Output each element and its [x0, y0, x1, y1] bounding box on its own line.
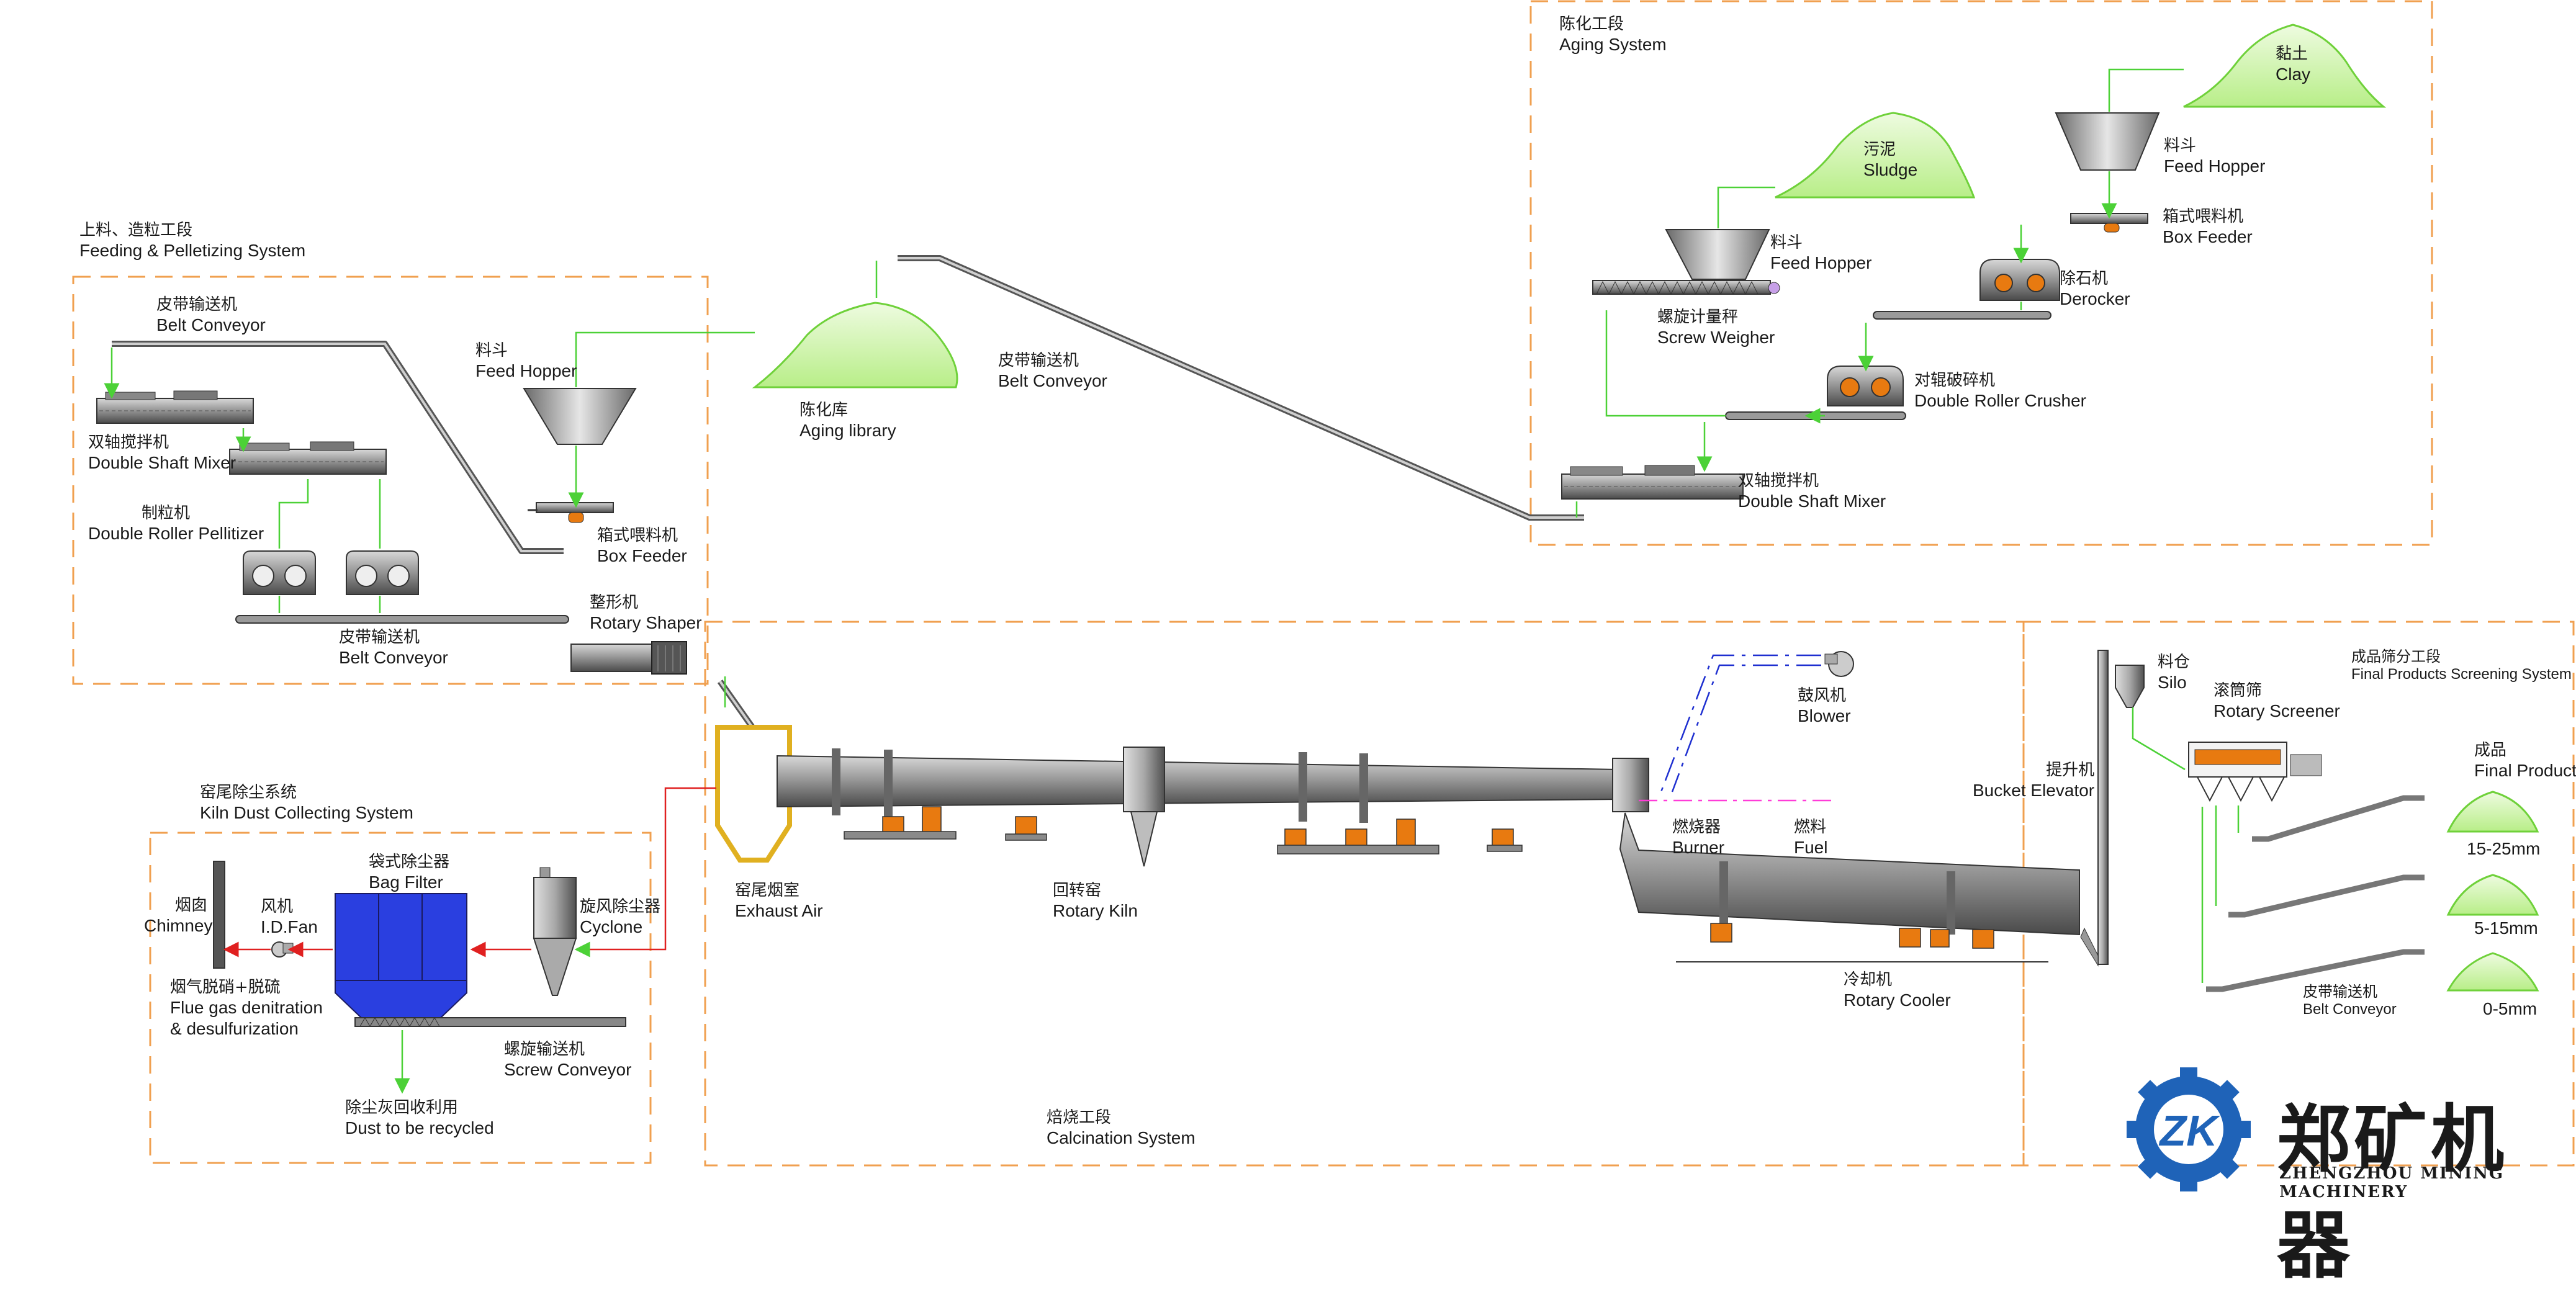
- size-label-2: 5-15mm: [2474, 918, 2538, 938]
- belt-conveyor-aging-1: [1873, 311, 2051, 320]
- rotary-shaper: [570, 641, 687, 675]
- bag-filter: [335, 893, 467, 1018]
- bucket-elevator: [2080, 650, 2109, 967]
- material-flow-lines: [104, 68, 2240, 1094]
- product-pile-1: [2446, 791, 2539, 833]
- double-roller-crusher: [1827, 366, 1904, 406]
- size-label-3: 0-5mm: [2483, 999, 2538, 1018]
- aging-section-border: [1529, 0, 2433, 546]
- rotary-screener: [2188, 742, 2322, 802]
- aging-library-pile: [752, 302, 958, 388]
- size-label-1: 15-25mm: [2467, 839, 2541, 858]
- derocker: [1979, 259, 2060, 301]
- clay-pile: [2183, 24, 2387, 108]
- double-shaft-mixer-1b: [229, 441, 387, 475]
- aging-equipment: [1561, 24, 2387, 500]
- feeding-section-border: [72, 276, 709, 685]
- kiln-dust-equipment: [213, 861, 626, 1028]
- kiln-dust-section-border: [149, 832, 652, 1164]
- cyclone: [533, 867, 577, 996]
- screw-conveyor: [354, 1016, 626, 1028]
- company-logo-mark: ZK: [2127, 1067, 2251, 1191]
- screen-conveyor-1: [2252, 795, 2425, 842]
- box-feeder-2: [2070, 213, 2148, 233]
- logo-english-name: ZHENGZHOU MINING MACHINERY: [2279, 1164, 2505, 1201]
- belt-conveyor-2: [235, 615, 569, 624]
- calcination-equipment: [715, 650, 2145, 967]
- product-pile-3: [2446, 952, 2539, 992]
- double-roller-pelletizer-1: [243, 550, 316, 595]
- rotary-cooler-body: [1619, 812, 2080, 936]
- chimney: [213, 861, 225, 969]
- double-shaft-mixer-2: [1561, 465, 1744, 500]
- screen-conveyor-2: [2228, 874, 2425, 918]
- screen-conveyor-3: [2206, 949, 2425, 992]
- double-roller-pelletizer-2: [346, 550, 419, 595]
- process-flow-diagram: ZK: [72, 0, 2575, 1191]
- blower: [1824, 651, 1854, 677]
- screw-weigher: [1592, 280, 1780, 295]
- feed-hopper-1: [523, 388, 637, 445]
- sludge-pile: [1775, 112, 1976, 199]
- id-fan: [271, 941, 294, 958]
- feed-hopper-3: [2055, 112, 2160, 171]
- double-shaft-mixer-1: [96, 390, 254, 424]
- silo: [2115, 665, 2145, 708]
- exhaust-air-chamber: [715, 725, 792, 863]
- box-feeder-1: [528, 502, 614, 523]
- blower-lines: [1660, 654, 1821, 792]
- rotary-kiln-body: [777, 755, 1618, 808]
- product-pile-2: [2446, 874, 2539, 916]
- screening-equipment: [2188, 742, 2539, 992]
- feeding-equipment: [96, 341, 687, 675]
- logo-mark-text: ZK: [2158, 1106, 2220, 1155]
- air-flow-lines: [223, 787, 716, 958]
- feed-hopper-2: [1665, 229, 1770, 280]
